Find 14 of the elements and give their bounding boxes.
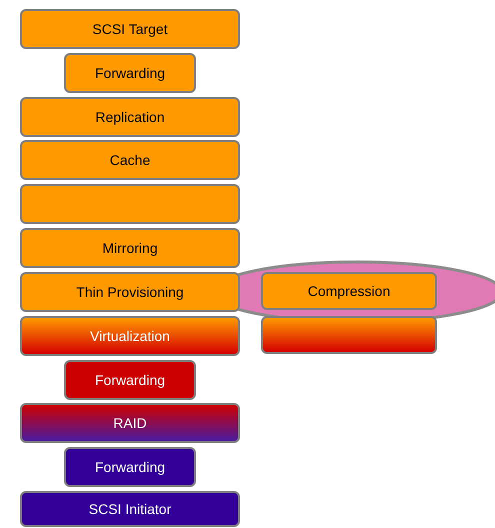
- layer-label: Forwarding: [94, 372, 166, 388]
- layer-label: SCSI Target: [92, 21, 168, 37]
- layer-label: Thin Provisioning: [76, 284, 184, 300]
- layer-label: RAID: [113, 415, 147, 431]
- layer-label: Mirroring: [102, 240, 158, 256]
- layer-box: [261, 316, 437, 354]
- layer-label: Forwarding: [94, 65, 166, 81]
- layer-label: SCSI Initiator: [88, 501, 172, 517]
- layer-label: Forwarding: [94, 459, 166, 475]
- layer-label: Virtualization: [90, 328, 170, 344]
- layer-label: Compression: [308, 283, 390, 299]
- layer-box: [20, 184, 240, 224]
- layer-label: Cache: [110, 152, 150, 168]
- layer-label: Replication: [95, 109, 165, 125]
